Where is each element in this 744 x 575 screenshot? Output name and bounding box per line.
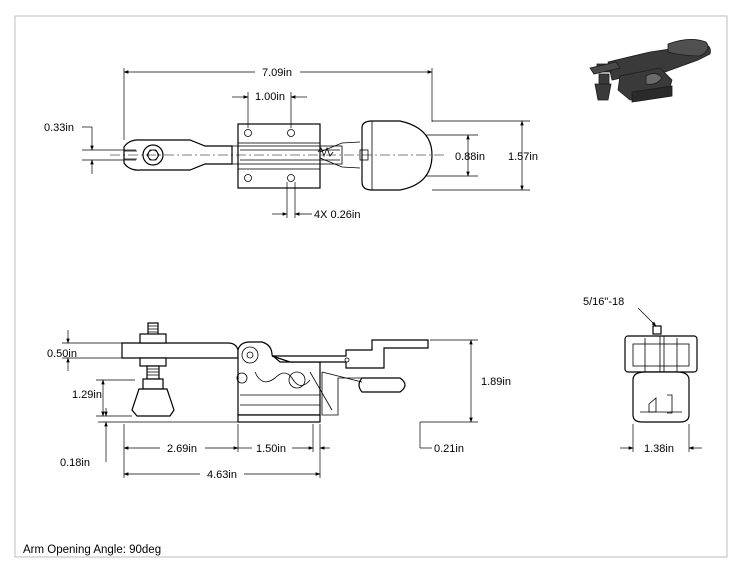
- dim-overall-height: 1.89in: [481, 376, 511, 388]
- dim-spindle-height: 0.50in: [47, 348, 77, 360]
- dim-spindle-drop: 1.29in: [72, 389, 102, 401]
- dim-arm-offset: 0.33in: [44, 122, 74, 134]
- top-view: 7.09in 1.00in 0.33in 0.88in 1.57in 4X 0.…: [44, 67, 538, 221]
- dim-base-length: 1.50in: [256, 443, 286, 455]
- dim-overall-length: 7.09in: [262, 67, 292, 79]
- thread-callout: 5/16"-18: [583, 296, 624, 308]
- side-view: 0.50in 1.29in 0.18in 1.89in 2.69in 1.50i…: [47, 322, 511, 481]
- dim-overall-width: 1.57in: [508, 151, 538, 163]
- dim-base-thickness: 0.18in: [60, 457, 90, 469]
- sheet-border: [14, 15, 728, 558]
- end-view: 5/16"-18 1.38in: [583, 296, 702, 455]
- dim-total-length: 4.63in: [207, 469, 237, 481]
- dim-reach: 2.69in: [167, 443, 197, 455]
- iso-preview-image: [589, 39, 711, 103]
- dim-base-width: 0.88in: [455, 151, 485, 163]
- dim-hole-dia: 4X 0.26in: [314, 209, 360, 221]
- dim-flange: 0.21in: [434, 443, 464, 455]
- dim-end-width: 1.38in: [644, 443, 674, 455]
- arm-opening-angle-caption: Arm Opening Angle: 90deg: [23, 544, 161, 556]
- dim-mount-spacing: 1.00in: [255, 91, 285, 103]
